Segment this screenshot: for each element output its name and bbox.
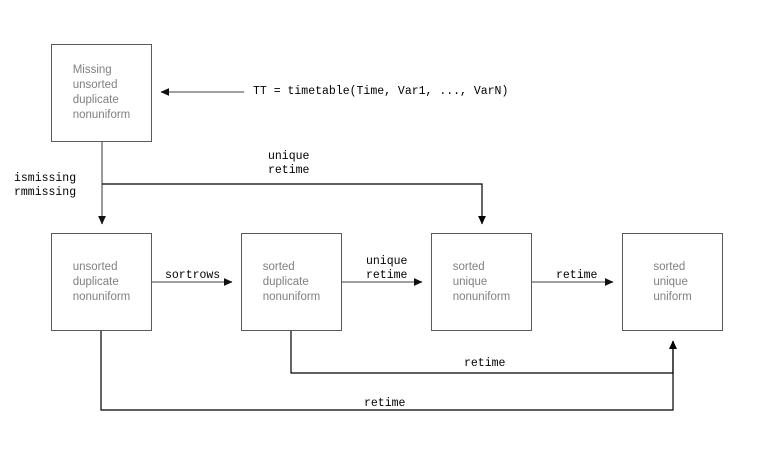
node-missing-unsorted-duplicate-nonuniform[interactable]: Missing unsorted duplicate nonuniform <box>51 44 152 142</box>
node-sorted-duplicate-nonuniform[interactable]: sorted duplicate nonuniform <box>241 233 342 331</box>
edge-label-unique-retime-mid: unique retime <box>366 255 408 282</box>
edge-label-unique-retime-top: unique retime <box>268 150 310 177</box>
node-label: sorted unique uniform <box>653 260 692 303</box>
node-label: sorted duplicate nonuniform <box>262 260 321 303</box>
edge-label-constructor: TT = timetable(Time, Var1, ..., VarN) <box>253 85 509 98</box>
edge-missing-branch-to-sorted-unique-nonuniform <box>102 183 486 225</box>
edge-label-retime-right: retime <box>556 269 598 282</box>
node-label: unsorted duplicate nonuniform <box>72 260 131 303</box>
edge-label-ismissing-rmmissing: ismissing rmmissing <box>14 172 77 199</box>
edge-label-retime-loop-upper: retime <box>464 357 506 370</box>
node-label: Missing unsorted duplicate nonuniform <box>72 64 131 121</box>
node-unsorted-duplicate-nonuniform[interactable]: unsorted duplicate nonuniform <box>51 233 152 331</box>
node-sorted-unique-nonuniform[interactable]: sorted unique nonuniform <box>431 233 532 331</box>
edge-label-sortrows: sortrows <box>165 269 221 282</box>
node-label: sorted unique nonuniform <box>452 260 511 303</box>
edge-label-retime-loop-lower: retime <box>364 397 406 410</box>
edge-unsorted-duplicate-retime-loop <box>100 331 677 411</box>
node-sorted-unique-uniform[interactable]: sorted unique uniform <box>622 233 723 331</box>
